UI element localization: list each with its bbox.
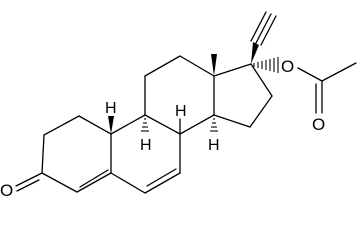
bond-c1-c2 — [43, 115, 80, 136]
bond-c12-c13 — [179, 55, 215, 77]
bond-o-carbonyl-c — [297, 67, 323, 82]
wedge-c17-ethynyl — [251, 42, 259, 64]
h8-label: H — [175, 103, 187, 120]
bond-c3-o — [15, 172, 43, 187]
bond-c10-c1 — [78, 115, 112, 135]
molecule-drawing: O O O H H H H — [0, 11, 357, 200]
wedge-c10-h — [108, 116, 114, 134]
bond-c3-o-double — [16, 179, 40, 192]
wedge-c13-methyl — [211, 54, 217, 76]
hash-c9-h — [141, 118, 149, 132]
bond-c5-c6 — [110, 172, 146, 194]
hash-c14-h — [210, 118, 218, 132]
bond-c14-c8 — [179, 114, 215, 135]
bond-carbonyl-c-methyl — [321, 62, 357, 82]
bond-alkyne-3 — [250, 11, 267, 42]
bond-c16-c15 — [249, 95, 273, 128]
bond-c17-c16 — [250, 63, 273, 97]
bond-alkyne-1 — [255, 13, 272, 44]
bond-c9-c10 — [110, 114, 146, 135]
bond-c15-c14 — [213, 114, 251, 128]
h14-label: H — [208, 137, 220, 154]
hash-c17-oxygen — [253, 57, 279, 73]
bond-c8-c9 — [144, 114, 181, 135]
bond-c4-c5-double — [79, 169, 109, 188]
bond-c11-c12 — [144, 55, 181, 77]
ketone-oxygen-label: O — [0, 181, 13, 200]
h9-label: H — [140, 137, 152, 154]
bond-c2-c3 — [41, 134, 45, 174]
bond-c13-c17 — [213, 63, 252, 77]
bond-c3-c4 — [41, 172, 78, 193]
structure-diagram: O O O H H H H — [0, 11, 357, 200]
h10-label: H — [105, 100, 117, 117]
bond-c4-c5 — [76, 172, 112, 193]
bond-c6-c7-double — [146, 168, 177, 187]
ester-oxygen-label: O — [281, 57, 294, 76]
bond-c6-c7 — [144, 172, 181, 194]
bond-alkyne-2 — [260, 15, 277, 46]
carbonyl-oxygen-label: O — [312, 115, 325, 134]
